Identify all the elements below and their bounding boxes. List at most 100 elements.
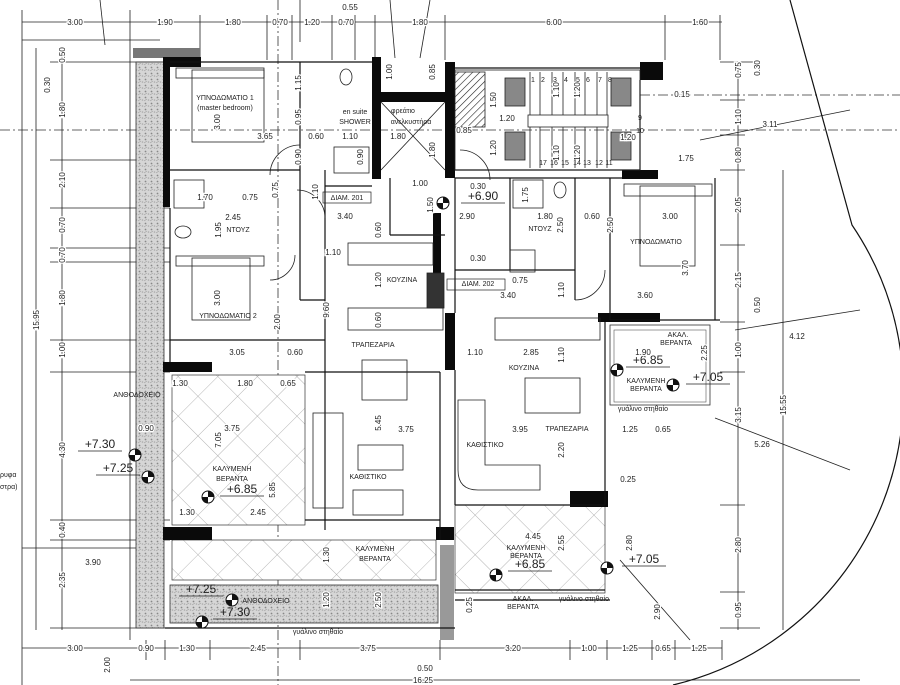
elevation-label: +6.90 xyxy=(468,189,499,203)
dimension-label: 1.80 xyxy=(428,142,437,158)
dimension-label: 0.90 xyxy=(294,149,303,165)
bed-2 xyxy=(191,257,251,321)
level-marker-icon xyxy=(128,448,142,462)
stair-step-number: 17 xyxy=(539,160,547,167)
dimension-label: 1.00 xyxy=(581,644,597,653)
dimension-label: 0.50 xyxy=(753,297,762,313)
sofa xyxy=(312,412,344,509)
stair-step-number: 6 xyxy=(586,77,590,84)
kitchen-island-2 xyxy=(524,377,581,414)
dimension-label: 1.95 xyxy=(214,222,223,238)
dimension-label: 3.75 xyxy=(398,425,414,434)
dimension-label: 3.40 xyxy=(337,212,353,221)
dimension-label: 0.70 xyxy=(58,217,67,233)
room-label: ΔΙΑΜ. 201 xyxy=(331,195,364,202)
dimension-label: 0.55 xyxy=(342,3,358,12)
stair-step-number: 12 xyxy=(595,160,603,167)
dimension-label: 2.80 xyxy=(734,537,743,553)
dimension-label: 0.85 xyxy=(456,126,472,135)
dimension-label: 2.85 xyxy=(523,348,539,357)
dimension-label: 1.75 xyxy=(521,187,530,203)
dimension-label: 15.95 xyxy=(32,309,41,330)
room-label: ΒΕΡΑΝΤΑ xyxy=(507,604,539,611)
kitchen-counter-2 xyxy=(494,317,601,341)
level-marker-icon xyxy=(225,593,239,607)
dimension-label: 0.40 xyxy=(58,522,67,538)
dimension-label: 2.45 xyxy=(250,508,266,517)
dimension-label: 5.85 xyxy=(268,482,277,498)
dimension-label: 0.30 xyxy=(753,60,762,76)
dimension-label: 1.10 xyxy=(734,109,743,125)
dimension-label: 1.20 xyxy=(322,592,331,608)
elevation-label: +7.30 xyxy=(220,605,251,619)
room-label: ΑΝΘΟΔΟΧΕΙΟ xyxy=(242,598,290,605)
stair-step-number: 8 xyxy=(608,77,612,84)
dimension-label: 0.60 xyxy=(374,222,383,238)
dimension-label: 1.10 xyxy=(552,145,561,161)
kitchen-counter xyxy=(347,242,434,266)
dimension-lines xyxy=(21,0,861,685)
plot-boundary-arc xyxy=(672,0,900,685)
dimension-label: 0.90 xyxy=(356,149,365,165)
dimension-label: 0.95 xyxy=(294,109,303,125)
walls xyxy=(163,57,663,540)
room-label: ΚΑΘΙΣΤΙΚΟ xyxy=(349,474,387,481)
room-label: ΥΠΝΟΔΩΜΑΤΙΟ xyxy=(630,239,682,246)
dimension-label: 2.50 xyxy=(374,592,383,608)
dimension-label: 1.80 xyxy=(225,18,241,27)
dimension-label: 1.00 xyxy=(58,342,67,358)
dimension-label: 3.11 xyxy=(763,120,779,129)
level-marker-icon xyxy=(195,615,209,629)
dimension-label: 1.60 xyxy=(692,18,708,27)
room-label: ΚΑΛΥΜΕΝΗ xyxy=(507,545,546,552)
dimension-label: 3.40 xyxy=(500,291,516,300)
dimension-label: 0.75 xyxy=(242,193,258,202)
room-label: ΚΑΛΥΜΕΝΗ xyxy=(213,466,252,473)
coffee-table xyxy=(357,444,404,471)
dimension-label: 15.55 xyxy=(779,394,788,415)
dimension-label: 1.50 xyxy=(489,92,498,108)
elevation-label: +6.85 xyxy=(227,482,258,496)
dimension-label: 5.26 xyxy=(754,440,770,449)
dimension-label: 1.20 xyxy=(374,272,383,288)
level-marker-icon xyxy=(436,196,450,210)
elevator-shaft-cross xyxy=(380,101,446,171)
dimension-label: 0.90 xyxy=(138,424,154,433)
room-label: ΑΝΘΟΔΟΧΕΙΟ xyxy=(113,392,161,399)
dimension-label: 0.25 xyxy=(620,475,636,484)
room-label: ΒΕΡΑΝΤΑ xyxy=(216,476,248,483)
dimension-label: 6.00 xyxy=(546,18,562,27)
dimension-label: 2.10 xyxy=(58,172,67,188)
dimension-label: 2.45 xyxy=(250,644,266,653)
dimension-label: 3.15 xyxy=(734,407,743,423)
room-label: ΒΕΡΑΝΤΑ xyxy=(630,386,662,393)
toilet-icon xyxy=(339,68,353,86)
elevation-label: +6.85 xyxy=(633,353,664,367)
corner-sofa xyxy=(457,399,541,491)
dimension-label: 3.20 xyxy=(505,644,521,653)
dimension-label: 1.90 xyxy=(157,18,173,27)
dimension-label: 2.20 xyxy=(557,442,566,458)
verandas xyxy=(171,324,711,594)
dimension-label: 1.00 xyxy=(385,64,394,80)
room-label: ΚΑΛΥΜΕΝΗ xyxy=(627,378,666,385)
dimension-label: 0.15 xyxy=(674,90,690,99)
dimension-label: 5.45 xyxy=(374,415,383,431)
room-label: ΑΚΑΛ. xyxy=(668,332,689,339)
stair-step-number: 9 xyxy=(638,115,642,122)
dimension-label: 0.95 xyxy=(734,602,743,618)
dimension-label: 1.15 xyxy=(294,75,303,91)
room-label: γυάλινο στηθαίο xyxy=(293,628,343,636)
dimension-label: 1.80 xyxy=(537,212,553,221)
dimension-label: 3.60 xyxy=(637,291,653,300)
dimension-label: 1.80 xyxy=(390,132,406,141)
room-label: ΚΑΛΥΜΕΝΗ xyxy=(356,546,395,553)
level-marker-icon xyxy=(666,378,680,392)
dimension-label: 3.95 xyxy=(512,425,528,434)
dimension-label: 1.25 xyxy=(622,644,638,653)
stair-step-number: 14 xyxy=(573,160,581,167)
dimension-label: 3.00 xyxy=(67,644,83,653)
dimension-label: 3.65 xyxy=(257,132,273,141)
room-label: SHOWER xyxy=(339,119,371,126)
